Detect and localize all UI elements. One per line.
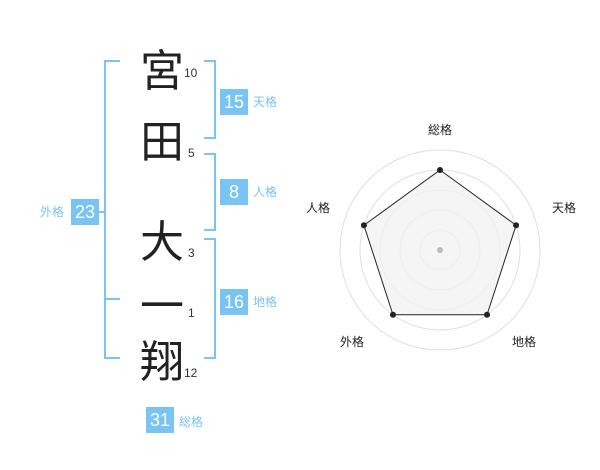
jinkaku-label: 人格 (253, 185, 278, 199)
radar-point (360, 222, 367, 229)
radar-center-dot (437, 247, 443, 253)
radar-label-right: 天格 (552, 200, 576, 215)
radar-polygon (363, 169, 517, 316)
name-char-3: 大 (140, 217, 184, 268)
radar-points (360, 167, 520, 318)
tenkaku-label: 天格 (253, 95, 278, 109)
chikaku-value-badge: 16 (220, 289, 248, 315)
soukaku-value-badge: 31 (146, 407, 174, 433)
stroke-count-3: 3 (188, 246, 195, 260)
name-char-2: 田 (140, 117, 184, 168)
radar-point (437, 167, 443, 173)
radar-label-bottom-left: 外格 (340, 334, 364, 349)
name-char-1: 宮 (140, 46, 184, 97)
name-char-5: 翔 (140, 337, 184, 388)
name-char-4: 一 (140, 281, 184, 332)
stroke-count-1: 10 (184, 66, 198, 80)
radar-point (513, 222, 520, 229)
radar-label-left: 人格 (306, 200, 330, 215)
radar-label-top: 総格 (428, 122, 452, 137)
jinkaku-value-badge: 8 (220, 179, 248, 205)
stroke-count-2: 5 (188, 146, 195, 160)
radar-point (484, 311, 491, 318)
radar-label-bottom-right: 地格 (512, 334, 536, 349)
chikaku-label: 地格 (253, 295, 278, 309)
stroke-count-4: 1 (188, 306, 195, 320)
radar-point (389, 311, 396, 318)
stroke-count-5: 12 (184, 366, 198, 380)
tenkaku-value-badge: 15 (220, 89, 248, 115)
soukaku-label: 総格 (179, 415, 204, 429)
gaikaku-value-badge: 23 (71, 199, 99, 225)
gaikaku-label: 外格 (40, 205, 65, 219)
